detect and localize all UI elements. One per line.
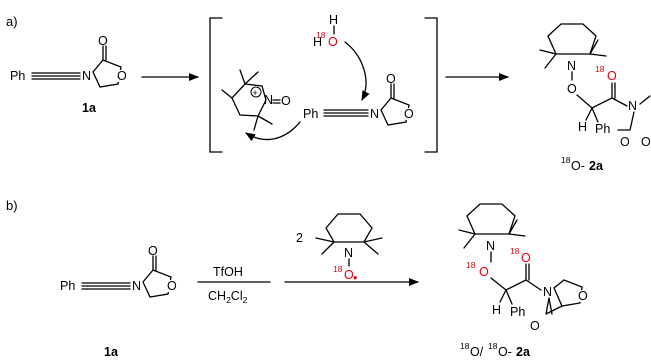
compound-1a-label: 1a: [82, 101, 97, 115]
compound-label-2a: 2a: [589, 159, 604, 173]
product-backbone: [576, 82, 628, 109]
oxazolidinone-n-b: N: [132, 279, 141, 293]
panel-b: b) Ph N O O 1a TfOH CH2Cl2 2 N 18 O •: [6, 198, 588, 359]
oxoammonium-n: N: [264, 93, 273, 107]
attack-arrow: [344, 41, 370, 101]
product-b-h: H: [492, 303, 501, 317]
product-b-n: N: [543, 285, 552, 299]
intermediate-carbonyl-o: O: [386, 72, 396, 86]
product-b-labeled-o1: O: [479, 265, 489, 279]
product-methyls: [539, 39, 607, 69]
tempo-radical: •: [353, 271, 357, 285]
panel-a-label: a): [6, 14, 18, 29]
product-b-labeled-o2: O: [521, 251, 531, 265]
solvent: CH2Cl2: [208, 289, 248, 305]
phenyl-label: Ph: [10, 69, 25, 83]
water-h-top: H: [329, 13, 338, 27]
piperidine-ring: [231, 83, 267, 117]
product-carbonyl-o: O: [620, 135, 630, 149]
tempo-o: O: [344, 268, 354, 282]
equivalents: 2: [296, 231, 303, 245]
product-ring-o: O: [641, 135, 651, 149]
product-n: N: [628, 99, 637, 113]
compound-b-label-o: O-: [498, 345, 512, 359]
reagent-tfoh: TfOH: [213, 265, 243, 279]
compound-b-label-mid: O/: [470, 345, 484, 359]
panel-a: a) Ph N O O 1a H H 18 O: [6, 13, 651, 173]
product-b-ph: Ph: [510, 305, 525, 319]
water-oxygen: O: [328, 35, 338, 49]
compound-b-label-2a: 2a: [516, 345, 531, 359]
oxazolidinone-n: N: [82, 69, 91, 83]
oxoammonium-o: O: [281, 94, 291, 108]
product-b-ring-o: O: [578, 289, 588, 303]
water-isotope: 18: [316, 30, 326, 40]
reactant-1a: Ph N O O 1a: [10, 34, 127, 115]
compound-label-prefix: O-: [571, 159, 585, 173]
product-b-tempo-n: N: [486, 239, 495, 253]
product-labeled-o: O: [607, 69, 617, 83]
product-tempo-n: N: [567, 59, 576, 73]
panel-b-label: b): [6, 198, 18, 213]
left-bracket: [209, 17, 223, 153]
product-isotope: 18: [595, 64, 605, 74]
compound-label-iso: 18: [561, 155, 571, 165]
water-h-left: H: [313, 35, 322, 49]
intermediate-n: N: [370, 107, 379, 121]
carbonyl-o-b: O: [148, 244, 158, 258]
compound-1a-label-b: 1a: [104, 345, 119, 359]
ring-o-b: O: [167, 279, 177, 293]
tempo-isotope: 18: [333, 264, 343, 274]
product-piperidine: [547, 23, 597, 55]
tempo-18o: 2 N 18 O •: [296, 213, 383, 285]
intermediate-phenyl: Ph: [303, 107, 318, 121]
tempo-n: N: [344, 246, 353, 260]
product-dual-18o-2a: N 18 O 18 O N H Ph O O 18 O/ 18 O- 2a: [458, 203, 588, 359]
oxoammonium: + N O: [221, 69, 291, 131]
product-ph: Ph: [595, 122, 610, 136]
transfer-arrow: [245, 121, 301, 142]
carbonyl-bond: [102, 45, 107, 61]
intermediate-ynamide: Ph N O O: [303, 72, 414, 126]
carbonyl-o: O: [98, 34, 108, 48]
product-b-isotope-1: 18: [466, 260, 476, 270]
charge: +: [253, 88, 258, 98]
reactant-1a-b: Ph N O O 1a: [60, 244, 177, 359]
product-tempo-o: O: [567, 82, 577, 96]
compound-b-label-iso2: 18: [488, 341, 498, 351]
labeled-water: H H 18 O: [313, 13, 338, 49]
phenyl-label-b: Ph: [60, 279, 75, 293]
product-b-carbonyl-o: O: [530, 319, 540, 333]
methyl-groups: [221, 69, 273, 131]
product-h: H: [578, 120, 587, 134]
product-18o-2a: N O 18 O N H Ph O O 18 O- 2a: [539, 23, 651, 173]
compound-b-label: 18: [460, 341, 470, 351]
product-b-isotope-2: 18: [510, 246, 520, 256]
intermediate-alkyne: [323, 109, 369, 117]
ring-o: O: [117, 69, 127, 83]
intermediate-ring-o: O: [404, 107, 414, 121]
right-bracket: [424, 17, 438, 153]
alkyne-triple-bond: [31, 72, 81, 80]
